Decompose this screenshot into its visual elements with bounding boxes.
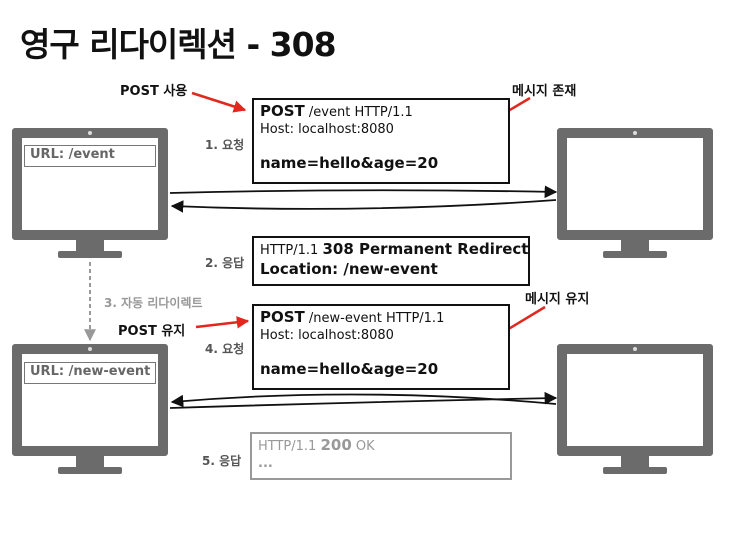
step-label-4: 4. 요청 bbox=[205, 342, 245, 356]
request1-host: Host: localhost:8080 bbox=[260, 122, 394, 137]
step-label-2: 2. 응답 bbox=[205, 256, 245, 270]
step-label-5: 5. 응답 bbox=[202, 454, 242, 468]
response1-protocol: HTTP/1.1 bbox=[260, 243, 323, 258]
request2-body: name=hello&age=20 bbox=[260, 360, 439, 378]
request-message-4: POST /new-event HTTP/1.1 Host: localhost… bbox=[252, 304, 510, 390]
url-bar-new-event: URL: /new-event bbox=[24, 362, 156, 384]
response2-protocol: HTTP/1.1 bbox=[258, 439, 321, 454]
arrow-response-2 bbox=[170, 199, 557, 213]
request2-method: POST bbox=[260, 308, 305, 326]
request1-method: POST bbox=[260, 102, 305, 120]
url-bar-event: URL: /event bbox=[24, 145, 156, 167]
arrow-response-5 bbox=[170, 393, 557, 408]
request1-path: /event HTTP/1.1 bbox=[304, 105, 413, 120]
response2-ellipsis: ... bbox=[258, 456, 273, 471]
arrow-post-use bbox=[191, 91, 247, 113]
step-label-1: 1. 요청 bbox=[205, 138, 245, 152]
request2-host: Host: localhost:8080 bbox=[260, 328, 394, 343]
response-message-5: HTTP/1.1 200 OK ... bbox=[250, 432, 512, 480]
arrow-request-1 bbox=[169, 185, 558, 199]
request-message-1: POST /event HTTP/1.1 Host: localhost:808… bbox=[252, 98, 510, 184]
response1-location: Location: /new-event bbox=[260, 260, 438, 278]
note-message-keep: 메시지 유지 bbox=[525, 292, 590, 307]
step-label-3: 3. 자동 리다이렉트 bbox=[104, 296, 203, 310]
note-message-exists: 메시지 존재 bbox=[512, 84, 577, 99]
response-message-2: HTTP/1.1 308 Permanent Redirect Location… bbox=[252, 236, 530, 286]
response2-reason: OK bbox=[351, 439, 375, 454]
request1-body: name=hello&age=20 bbox=[260, 154, 439, 172]
response2-status: 200 bbox=[320, 436, 352, 454]
request2-path: /new-event HTTP/1.1 bbox=[304, 311, 445, 326]
response1-status: 308 Permanent Redirect bbox=[322, 240, 529, 258]
note-post-use: POST 사용 bbox=[120, 84, 188, 99]
note-post-keep: POST 유지 bbox=[118, 324, 186, 339]
page-title: 영구 리다이렉션 - 308 bbox=[20, 25, 337, 64]
arrow-post-keep bbox=[195, 316, 250, 329]
